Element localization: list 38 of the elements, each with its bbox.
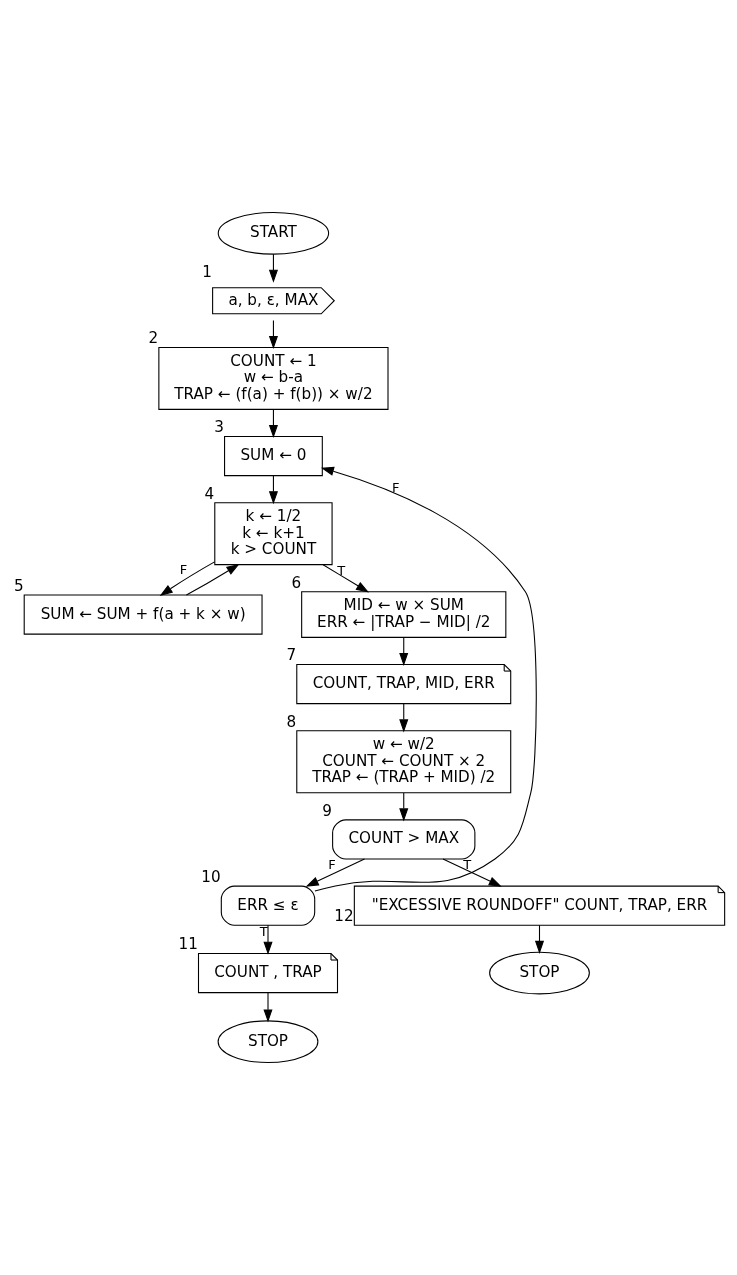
node-box: SUM ← SUM + f(a + k × w) bbox=[23, 594, 263, 635]
arrow bbox=[262, 924, 273, 955]
edge-label: T bbox=[336, 562, 345, 578]
node-ellipse: START bbox=[217, 211, 329, 255]
node-label: 5 bbox=[13, 576, 24, 595]
arrow bbox=[185, 563, 239, 596]
node-label: 9 bbox=[321, 801, 332, 820]
edge-label: F bbox=[179, 562, 187, 578]
node-box: COUNT ← 1 w ← b-a TRAP ← (f(a) + f(b)) × w/2 bbox=[157, 346, 389, 410]
node-box: w ← w/2 COUNT ← COUNT × 2 TRAP ← (TRAP + MID) /2 bbox=[295, 730, 511, 794]
node-label: 8 bbox=[286, 712, 296, 731]
node-box: k ← 1/2 k ← k+1 k > COUNT bbox=[213, 502, 333, 566]
node-label: 1 bbox=[201, 263, 212, 282]
node-label: 2 bbox=[148, 329, 158, 348]
arrow bbox=[322, 564, 369, 593]
node-box: ERR ≤ ε bbox=[220, 885, 315, 926]
node-ellipse: STOP bbox=[488, 951, 590, 995]
node-label: 11 bbox=[178, 935, 198, 954]
node-label: 7 bbox=[286, 646, 296, 665]
arrow bbox=[534, 924, 544, 954]
node-box: MID ← w × SUM ERR ← |TRAP − MID| /2 bbox=[300, 591, 506, 638]
node-label: 3 bbox=[213, 418, 224, 437]
node-box: COUNT > MAX bbox=[331, 819, 475, 860]
arrow bbox=[313, 466, 537, 892]
arrow bbox=[262, 992, 273, 1023]
arrow bbox=[268, 253, 278, 283]
node-ellipse: STOP bbox=[217, 1020, 318, 1064]
edge-label: F bbox=[391, 479, 400, 495]
node-label: 12 bbox=[333, 907, 354, 926]
edge-label: T bbox=[259, 923, 268, 939]
arrow bbox=[159, 561, 215, 596]
node-box: SUM ← 0 bbox=[223, 435, 323, 477]
node-label: 10 bbox=[200, 867, 221, 886]
arrow bbox=[305, 858, 365, 887]
arrow bbox=[441, 858, 502, 887]
node-label: 4 bbox=[204, 484, 214, 503]
arrow bbox=[268, 319, 278, 350]
node-label: 6 bbox=[290, 573, 301, 592]
